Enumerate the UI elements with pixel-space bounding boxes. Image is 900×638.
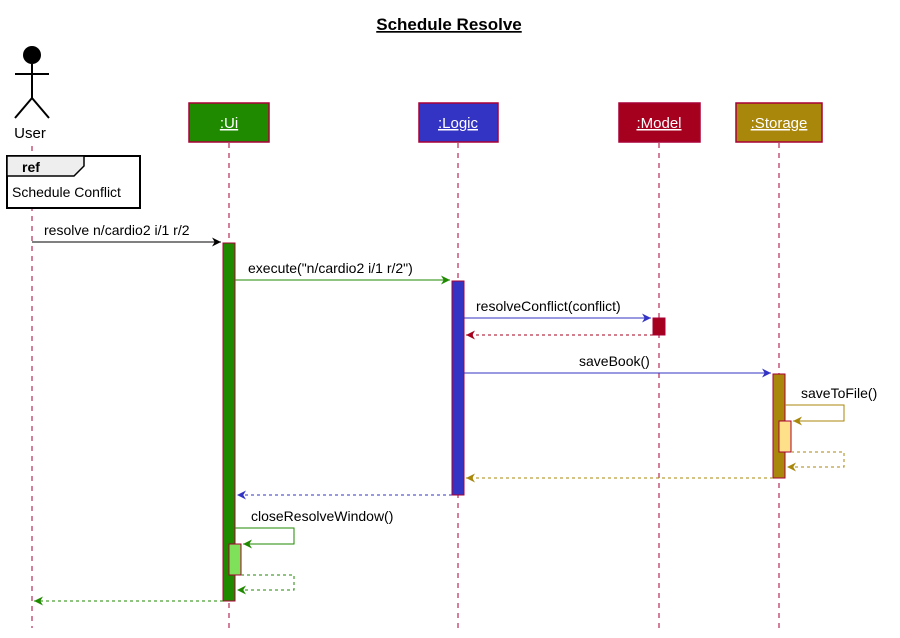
message-close-resolve-window-return <box>237 574 295 595</box>
message-resolve-label: resolve n/cardio2 i/1 r/2 <box>44 222 190 238</box>
participant-storage: :Storage <box>735 102 823 143</box>
participant-ui-box <box>188 102 270 143</box>
message-close-resolve-window-label: closeResolveWindow() <box>251 508 393 524</box>
participant-storage-box <box>735 102 823 143</box>
message-execute-label: execute("n/cardio2 i/1 r/2") <box>248 260 413 276</box>
message-save-to-file-return <box>787 451 845 472</box>
message-close-resolve-window-arrow <box>235 527 295 549</box>
model-activation <box>652 317 666 336</box>
diagram-title: Schedule Resolve <box>376 15 522 34</box>
participant-model: :Model <box>618 102 701 143</box>
actor-label: User <box>14 125 46 142</box>
ui-self-activation <box>228 543 242 576</box>
ui-activation <box>222 242 236 602</box>
participant-model-label: :Model <box>636 115 681 132</box>
ref-tag: ref <box>22 159 40 175</box>
ref-frame: ref Schedule Conflict <box>6 155 141 209</box>
logic-activation <box>451 280 465 496</box>
storage-self-activation <box>778 420 792 453</box>
message-resolve-conflict-label: resolveConflict(conflict) <box>476 298 621 314</box>
actor-head <box>23 46 41 64</box>
participant-logic: :Logic <box>418 102 499 143</box>
participant-model-box <box>618 102 701 143</box>
message-save-to-file-label: saveToFile() <box>801 385 877 401</box>
participant-logic-box <box>418 102 499 143</box>
participant-ui: :Ui <box>188 102 270 143</box>
user-actor: User <box>14 46 50 142</box>
ref-label: Schedule Conflict <box>12 184 121 200</box>
participant-logic-label: :Logic <box>438 115 479 132</box>
actor-leg-right <box>31 97 50 119</box>
ref-frame-tab <box>6 155 85 177</box>
participant-ui-label: :Ui <box>220 115 238 132</box>
actor-leg-left <box>14 97 33 119</box>
participant-storage-label: :Storage <box>751 115 808 132</box>
message-save-to-file-arrow <box>785 404 845 426</box>
message-save-book-label: saveBook() <box>579 353 650 369</box>
